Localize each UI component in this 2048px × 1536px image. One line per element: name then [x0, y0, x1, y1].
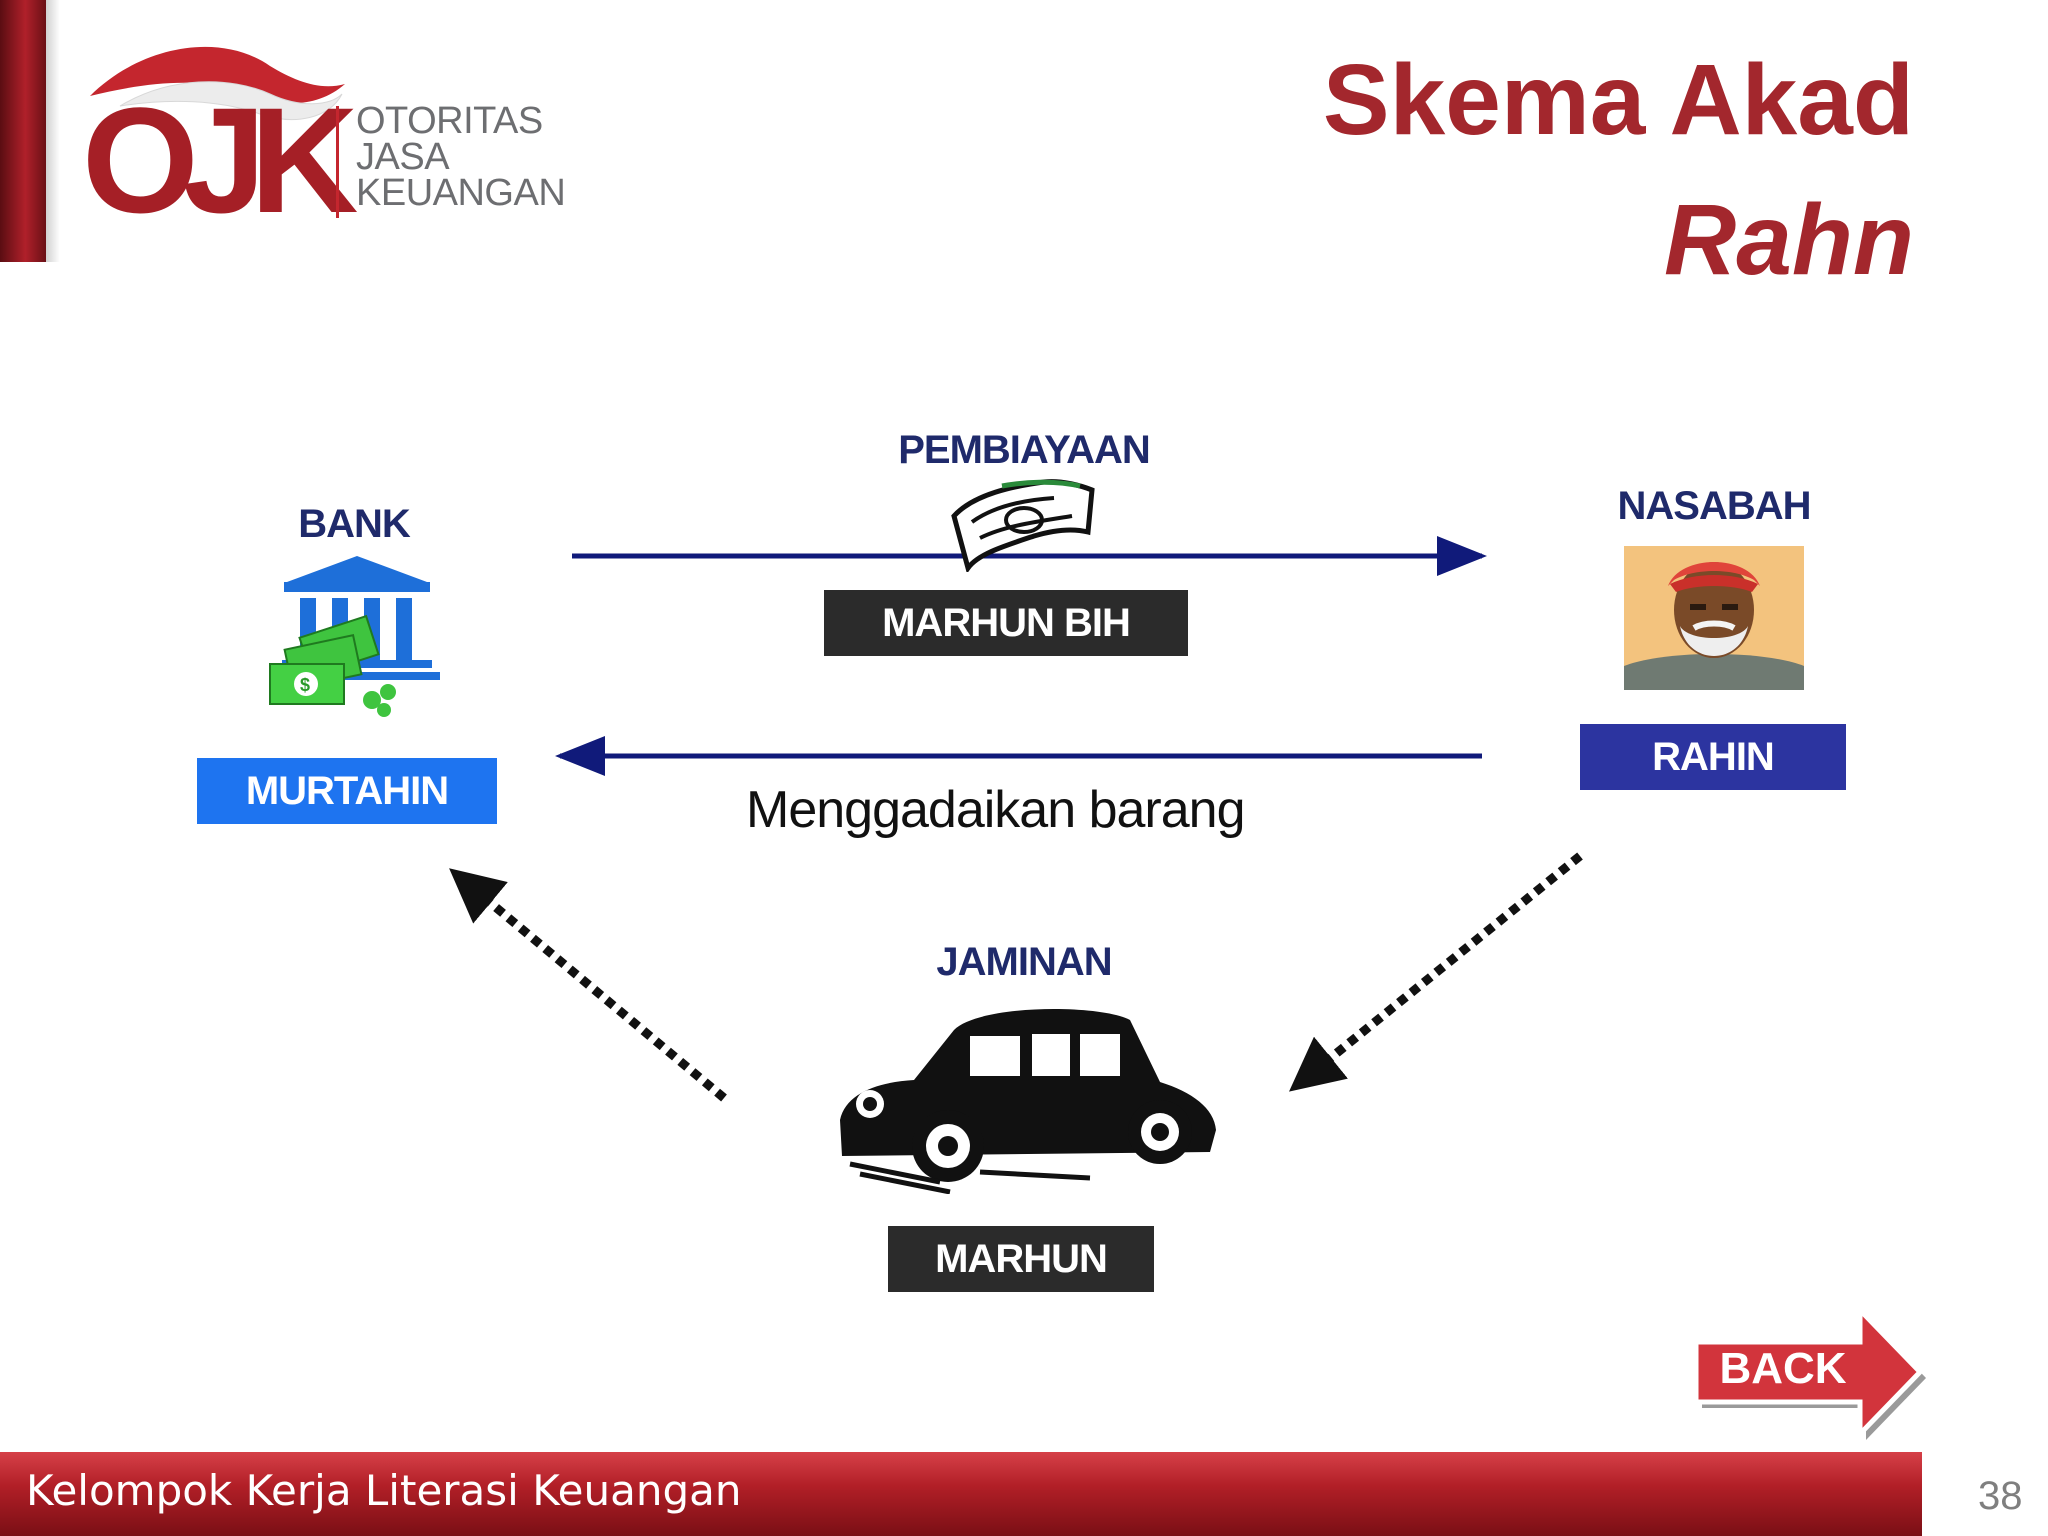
money-stack-icon: $: [269, 614, 396, 717]
slide-subtitle: Rahn: [1664, 184, 1914, 296]
back-label: BACK: [1719, 1344, 1847, 1393]
murtahin-box: MURTAHIN: [197, 758, 497, 824]
banknote-icon: [951, 479, 1095, 572]
marhun-bih-box: MARHUN BIH: [824, 590, 1188, 656]
left-accent-bar: [0, 0, 46, 262]
customer-label: NASABAH: [1617, 484, 1812, 528]
left-accent-shadow: [46, 0, 60, 262]
ojk-logo-mark: OJK: [82, 46, 373, 244]
collateral-label: JAMINAN: [936, 940, 1112, 984]
logo-divider: [336, 106, 339, 218]
logo-text-line-1: OTORITAS: [356, 100, 543, 142]
pledge-text: Menggadaikan barang: [746, 781, 1246, 839]
svg-text:OJK: OJK: [82, 76, 357, 226]
logo-text-line-3: KEUANGAN: [356, 172, 566, 214]
collateral-to-bank-arrow: [449, 868, 727, 1102]
rahin-box: RAHIN: [1580, 724, 1846, 790]
page-number: 38: [1978, 1474, 2023, 1518]
footer-bar: [0, 1452, 1922, 1536]
footer-text: Kelompok Kerja Literasi Keuangan: [26, 1466, 742, 1515]
customer-to-collateral-arrow: [1289, 852, 1583, 1092]
logo-text-line-2: JASA: [356, 136, 450, 178]
back-button[interactable]: BACK: [1688, 1302, 1928, 1442]
bank-label: BANK: [298, 502, 411, 546]
back-arrow-icon: [1693, 1303, 1926, 1441]
financing-label: PEMBIAYAAN: [898, 428, 1151, 472]
customer-portrait-icon: [1624, 546, 1804, 690]
ojk-logo: OJK OTORITAS JASA KEUANGAN: [80, 36, 600, 244]
marhun-box: MARHUN: [888, 1226, 1154, 1292]
vintage-car-icon: [840, 1009, 1216, 1194]
slide-title: Skema Akad: [1322, 44, 1914, 156]
svg-text:$: $: [300, 675, 310, 695]
